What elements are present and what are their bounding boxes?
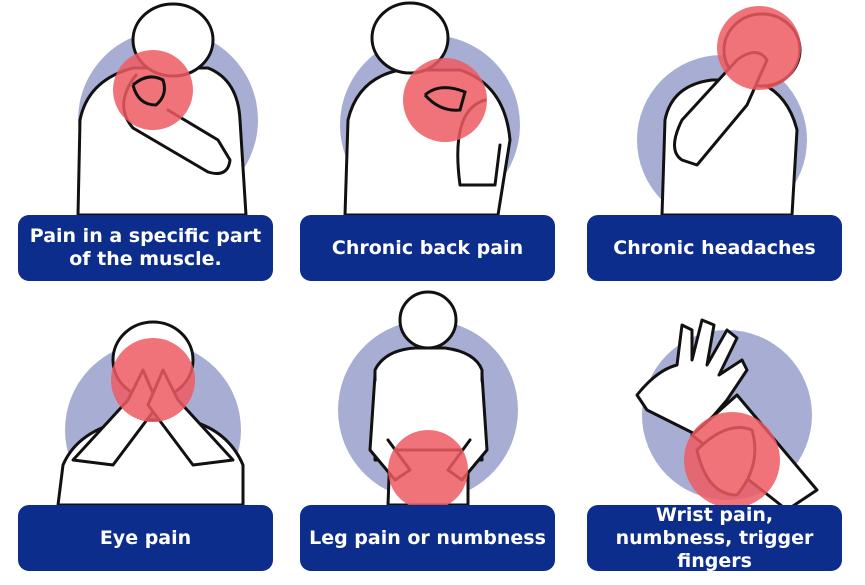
shoulder-press-figure xyxy=(76,2,258,217)
card-leg-pain: Leg pain or numbness xyxy=(300,290,570,575)
eyes-covered-figure xyxy=(56,320,245,518)
card-label: Pain in a specific part of the muscle. xyxy=(18,215,273,281)
card-label: Wrist pain, numbness, trigger fingers xyxy=(587,504,842,572)
hips-hold-figure xyxy=(338,290,518,510)
head-hold-figure xyxy=(637,6,807,225)
card-label: Chronic headaches xyxy=(587,215,842,281)
wrist-hold-figure xyxy=(635,318,819,512)
back-rub-figure xyxy=(340,1,520,217)
card-label: Eye pain xyxy=(18,505,273,571)
card-wrist-pain: Wrist pain, numbness, trigger fingers xyxy=(587,290,857,575)
card-back-pain: Chronic back pain xyxy=(300,0,570,285)
card-muscle-pain: Pain in a specific part of the muscle. xyxy=(18,0,288,285)
card-eye-pain: Eye pain xyxy=(18,290,288,575)
card-headaches: Chronic headaches xyxy=(587,0,857,285)
card-label: Chronic back pain xyxy=(300,215,555,281)
card-label: Leg pain or numbness xyxy=(300,505,555,571)
